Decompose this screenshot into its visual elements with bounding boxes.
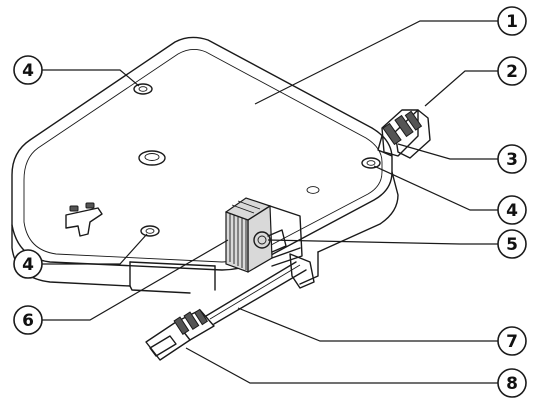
callout-4-right: 4 bbox=[497, 195, 527, 225]
top-connector bbox=[377, 109, 431, 159]
port-block bbox=[225, 197, 303, 273]
device-housing bbox=[11, 36, 399, 294]
callout-7-label: 7 bbox=[506, 332, 518, 352]
leader-1 bbox=[254, 20, 500, 105]
terminal-bracket bbox=[65, 202, 103, 237]
leader-4-right bbox=[373, 165, 500, 211]
leader-2 bbox=[424, 70, 500, 107]
cable-connector bbox=[145, 308, 215, 361]
leader-lines bbox=[42, 20, 500, 384]
callout-5: 5 bbox=[497, 229, 527, 259]
callout-6: 6 bbox=[13, 305, 43, 335]
center-boss bbox=[138, 150, 166, 166]
callout-1: 1 bbox=[497, 6, 527, 36]
callout-2-label: 2 bbox=[506, 62, 518, 82]
callout-8-label: 8 bbox=[506, 374, 518, 394]
leader-3 bbox=[397, 143, 500, 160]
leader-5 bbox=[267, 239, 500, 245]
mount-hole-top-left bbox=[133, 83, 153, 95]
mount-hole-bottom-left bbox=[140, 225, 160, 237]
callout-3-label: 3 bbox=[506, 150, 518, 170]
heatsink-fins bbox=[229, 200, 261, 270]
callout-4-top: 4 bbox=[13, 55, 43, 85]
small-hole bbox=[306, 186, 320, 194]
callout-2: 2 bbox=[497, 56, 527, 86]
callout-6-label: 6 bbox=[22, 311, 34, 331]
cable bbox=[205, 253, 315, 325]
callout-1-label: 1 bbox=[506, 12, 518, 32]
mount-hole-right bbox=[361, 157, 381, 169]
leader-8 bbox=[185, 347, 500, 384]
callout-7: 7 bbox=[497, 326, 527, 356]
callout-4-bottom: 4 bbox=[13, 249, 43, 279]
leader-4-top bbox=[42, 69, 140, 87]
leader-7 bbox=[237, 307, 500, 342]
callout-4-top-label: 4 bbox=[22, 61, 34, 81]
callout-3: 3 bbox=[497, 144, 527, 174]
callout-4-bottom-label: 4 bbox=[22, 255, 34, 275]
callout-5-label: 5 bbox=[506, 235, 518, 255]
leader-6 bbox=[42, 239, 229, 321]
leader-4-bottom bbox=[42, 233, 148, 265]
callout-4-right-label: 4 bbox=[506, 201, 518, 221]
callout-8: 8 bbox=[497, 368, 527, 398]
